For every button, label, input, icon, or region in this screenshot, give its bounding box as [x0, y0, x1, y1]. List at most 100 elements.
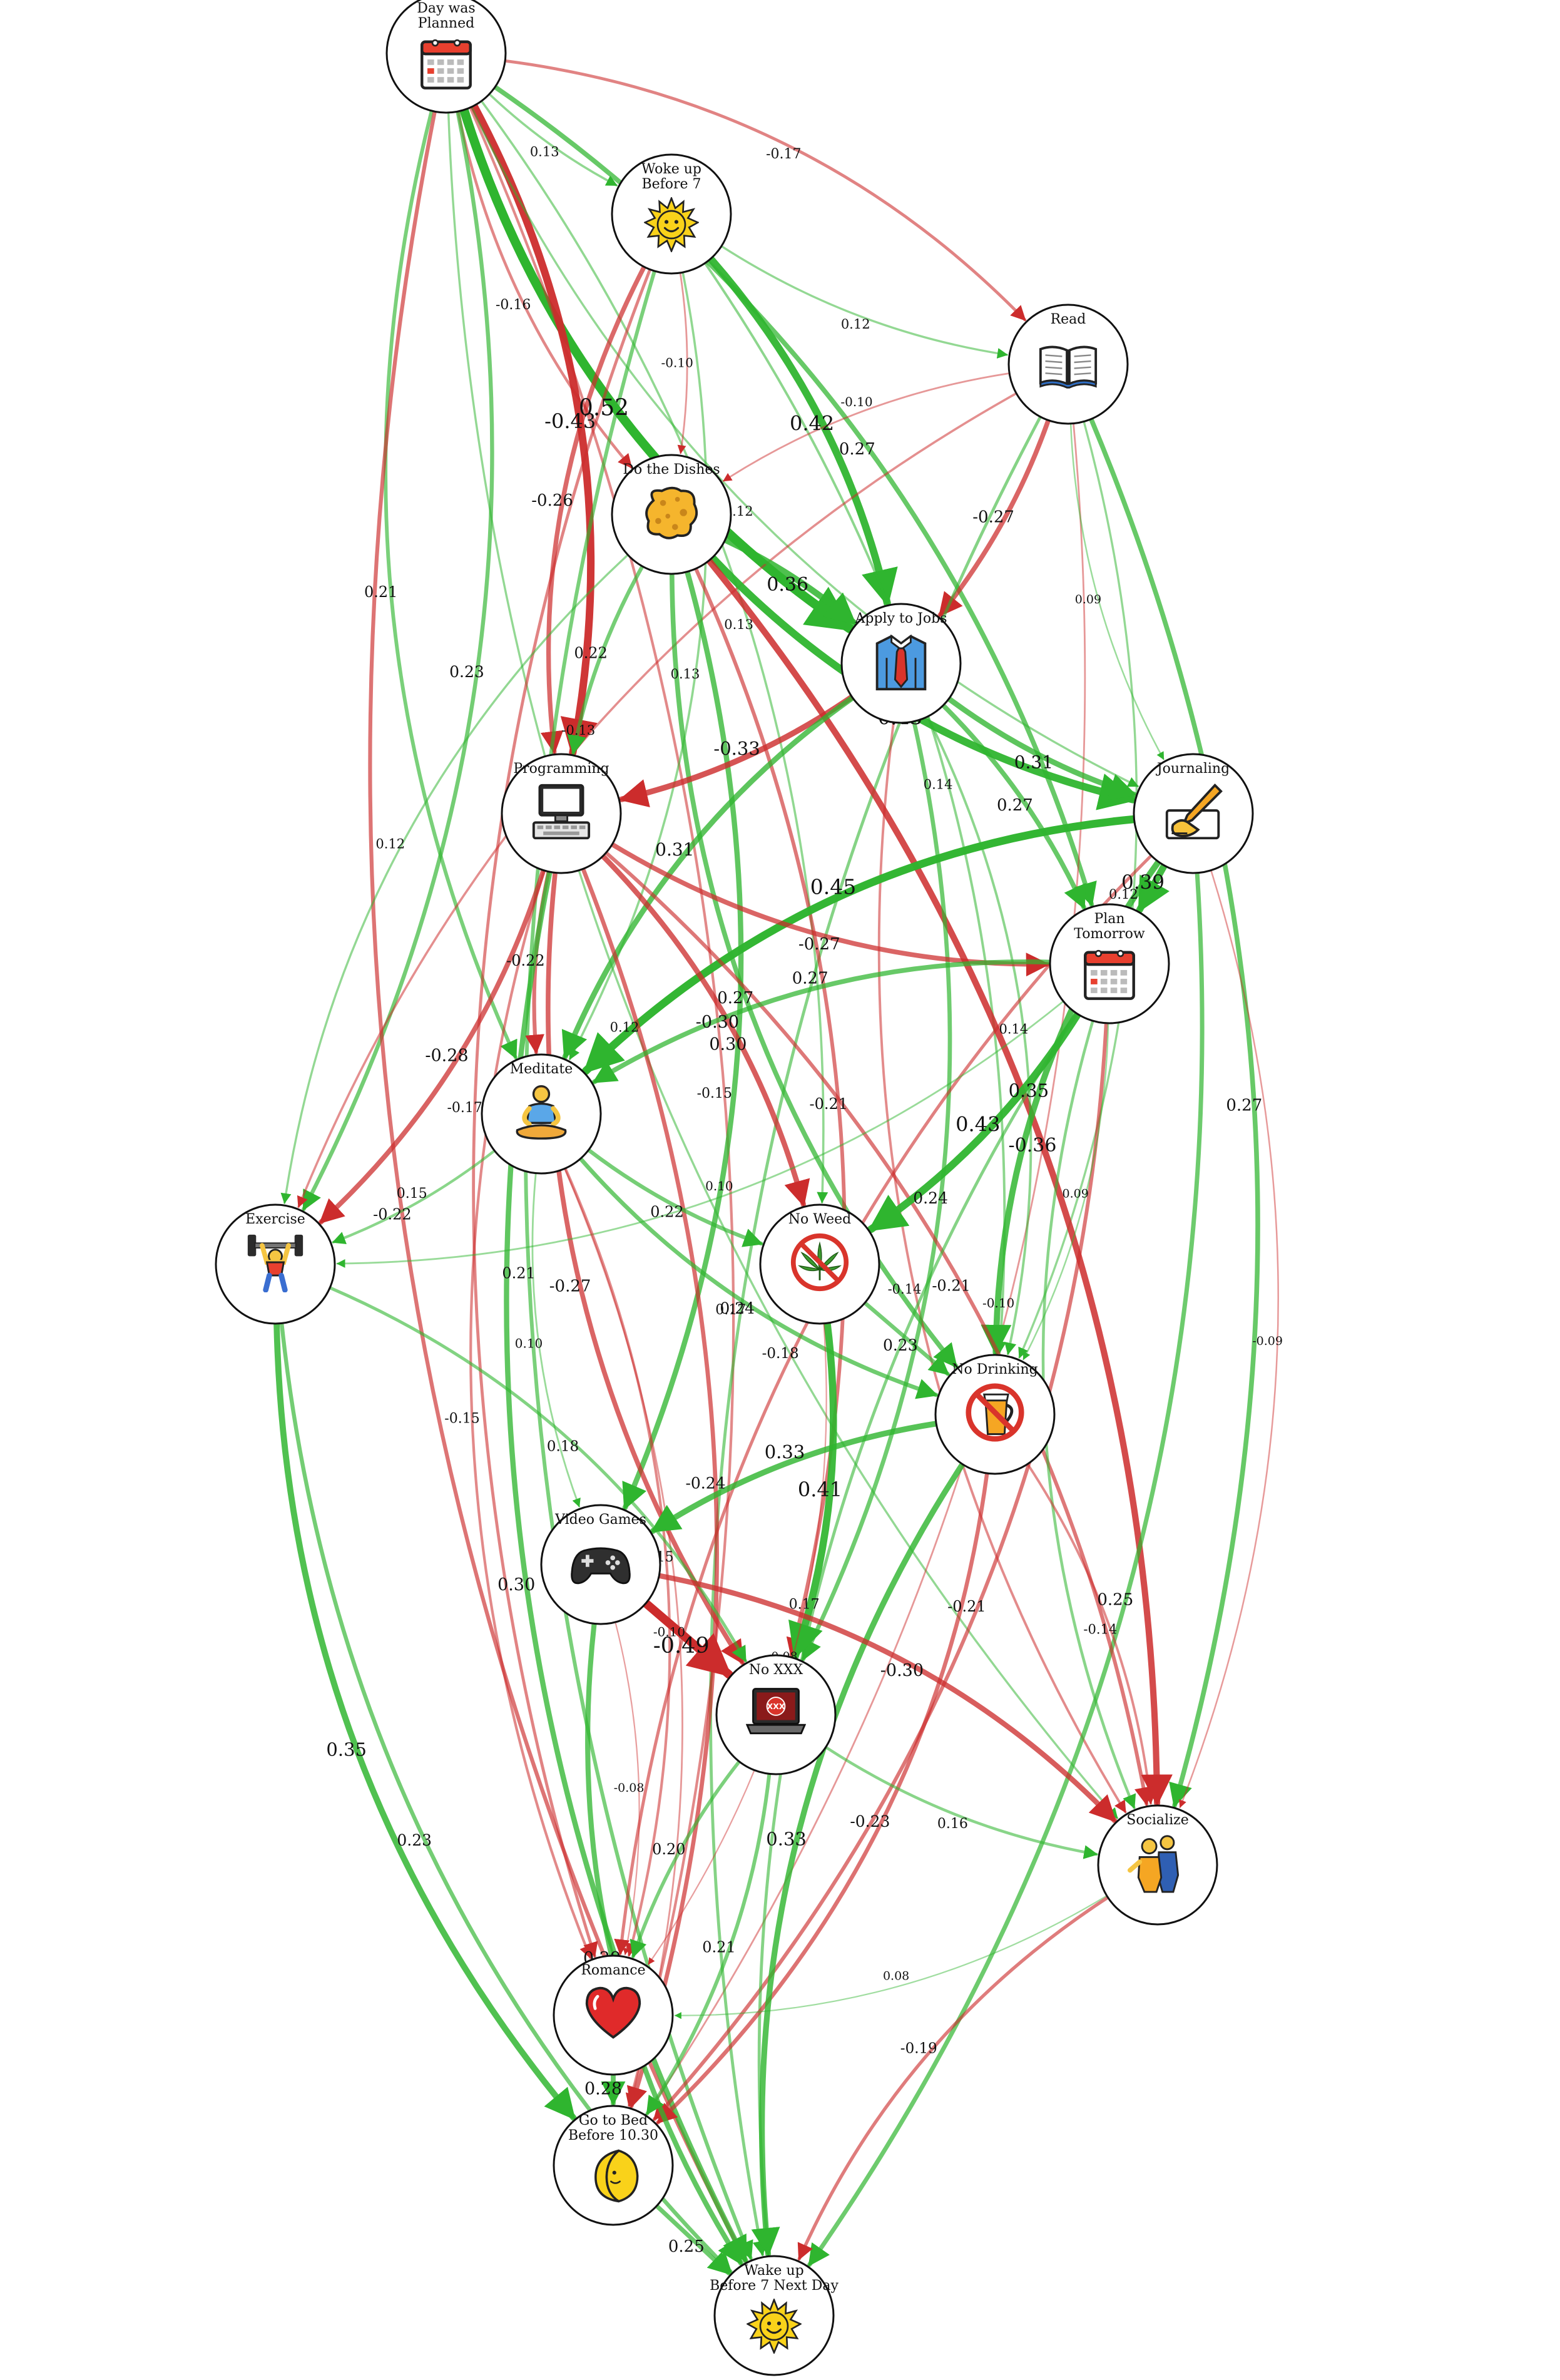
- edge-label-exercise-to-noxxx: 0.18: [547, 1439, 579, 1455]
- edge-prog-to-noxxx: [546, 870, 745, 1665]
- node-label: Programming: [513, 761, 609, 777]
- edge-read-to-dishes: [722, 372, 1011, 482]
- edge-noxxx-to-social: [824, 1745, 1098, 1859]
- edge-label-woke-to-wake: 0.21: [502, 1265, 535, 1282]
- edge-label-dishes-to-prog: 0.22: [574, 644, 607, 661]
- edge-label-romance-to-bed: 0.28: [584, 2080, 622, 2099]
- node-label: Meditate: [510, 1061, 573, 1077]
- edge-planned-to-noweed: [480, 100, 828, 1203]
- edge-meditate-to-noweed: [586, 1148, 763, 1247]
- edge-label-meditate-to-games: 0.10: [515, 1336, 543, 1351]
- edge-jobs-to-journal: [946, 696, 1138, 800]
- edge-planned-to-woke: [488, 93, 618, 186]
- edge-noxxx-to-bed: [645, 1772, 772, 2116]
- node-label: Before 7: [641, 176, 701, 192]
- edge-label-read-to-jobs: -0.27: [972, 508, 1014, 527]
- edge-label-exercise-to-bed: 0.35: [326, 1739, 367, 1760]
- edge-label-planned-to-exercise: 0.23: [449, 663, 484, 681]
- edge-label-meditate-to-bed: -0.10: [653, 1625, 685, 1640]
- edge-label-games-to-romance: -0.08: [614, 1781, 645, 1795]
- edge-label-games-to-noxxx: -0.49: [653, 1633, 710, 1658]
- edge-label-dishes-to-noxxx: -0.21: [810, 1095, 849, 1113]
- edge-dishes-to-noxxx: [694, 566, 847, 1657]
- edge-label-read-to-social: 0.27: [1226, 1096, 1262, 1115]
- node-label: Do the Dishes: [623, 462, 720, 478]
- node-label: Journaling: [1156, 761, 1230, 777]
- edge-prog-to-exercise: [318, 867, 546, 1225]
- edge-plan-to-exercise: [336, 1000, 1064, 1268]
- edge-meditate-to-romance: [564, 1167, 671, 1957]
- edge-meditate-to-nodrink: [578, 1157, 939, 1399]
- edge-label-read-to-wake: 0.17: [715, 1302, 746, 1318]
- edge-label-plan-to-meditate: 0.27: [792, 969, 828, 988]
- node-label: No Drinking: [952, 1362, 1037, 1377]
- node-label: Before 7 Next Day: [710, 2278, 839, 2294]
- edge-label-jobs-to-prog: -0.33: [713, 738, 760, 759]
- edge-label-dishes-to-games: 0.30: [709, 1034, 747, 1054]
- edge-noweed-to-nodrink: [862, 1300, 950, 1376]
- edge-games-to-romance: [614, 1622, 640, 1955]
- edge-label-plan-to-bed: -0.21: [947, 1598, 986, 1615]
- edge-label-prog-to-romance: -0.15: [444, 1411, 479, 1427]
- edge-label-jobs-to-meditate: 0.31: [655, 839, 694, 860]
- node-label: Before 10.30: [568, 2128, 658, 2143]
- edge-label-planned-to-social: 0.12: [610, 1019, 640, 1034]
- edge-jobs-to-social: [877, 721, 1127, 1814]
- edge-jobs-to-noxxx: [801, 719, 952, 1662]
- edge-exercise-to-bed: [273, 1320, 577, 2121]
- edge-woke-to-dishes: [677, 272, 688, 454]
- moon-icon: [594, 2149, 639, 2203]
- edge-label-jobs-to-plan: 0.27: [997, 796, 1033, 815]
- edge-prog-to-romance: [469, 869, 593, 1959]
- computer-icon: [532, 784, 591, 840]
- edge-read-to-social: [1088, 416, 1260, 1808]
- edge-label-meditate-to-exercise: 0.15: [397, 1186, 427, 1202]
- edge-meditate-to-exercise: [332, 1149, 496, 1245]
- edge-label-nodrink-to-bed: -0.23: [850, 1812, 890, 1831]
- edge-planned-to-wake: [368, 110, 748, 2263]
- edge-label-nodrink-to-social: -0.14: [1083, 1622, 1117, 1637]
- edge-label-prog-to-bed: -0.24: [685, 1474, 725, 1492]
- node-label: Go to Bed: [579, 2113, 648, 2128]
- node-label: Day was: [417, 1, 475, 16]
- edge-planned-to-exercise: [302, 110, 494, 1212]
- node-exercise: Exercise: [215, 1203, 336, 1325]
- laptop-xxx-icon: [746, 1688, 806, 1735]
- edge-meditate-to-games: [531, 1172, 581, 1508]
- edge-label-noxxx-to-romance: 0.20: [652, 1841, 685, 1858]
- edge-labels-layer: 0.52-0.430.13-0.170.120.27-0.160.230.210…: [326, 144, 1283, 2256]
- edge-journal-to-meditate: [581, 815, 1138, 1075]
- node-games: Video Games: [540, 1504, 661, 1625]
- edge-read-to-jobs: [937, 417, 1051, 618]
- edge-label-noxxx-to-bed: 0.21: [702, 1939, 735, 1956]
- edge-label-prog-to-plan: -0.27: [798, 935, 840, 954]
- edge-nodrink-to-wake: [751, 1461, 966, 2257]
- node-label: Plan: [1094, 911, 1124, 927]
- edge-label-jobs-to-noxxx: 0.24: [913, 1189, 948, 1207]
- edge-label-planned-to-prog: -0.43: [544, 409, 596, 433]
- calendar-icon: [1085, 951, 1133, 999]
- no-weed-icon: [793, 1236, 846, 1289]
- edge-label-planned-to-woke: 0.13: [530, 144, 559, 159]
- edge-label-noweed-to-noxxx: 0.41: [798, 1478, 842, 1501]
- edge-label-dishes-to-exercise: 0.12: [375, 836, 405, 851]
- edge-label-planned-to-bed: -0.15: [697, 1086, 732, 1101]
- edge-label-plan-to-noweed: 0.43: [956, 1113, 1000, 1136]
- edge-exercise-to-wake: [279, 1321, 733, 2274]
- node-label: Planned: [418, 16, 474, 31]
- edge-plan-to-meditate: [591, 959, 1053, 1085]
- edge-label-journal-to-plan: 0.39: [1121, 871, 1165, 894]
- edge-label-planned-to-jobs: 0.52: [579, 396, 629, 421]
- edge-label-woke-to-nodrink: 0.14: [924, 777, 953, 792]
- edge-exercise-to-noxxx: [328, 1286, 747, 1663]
- node-jobs: Apply to Jobs: [840, 603, 962, 724]
- edge-label-jobs-to-journal: 0.31: [1014, 752, 1053, 772]
- edge-journal-to-plan: [1136, 862, 1170, 914]
- edge-nodrink-to-social: [1026, 1463, 1156, 1805]
- edge-label-social-to-romance: 0.08: [883, 1969, 909, 1983]
- edge-label-prog-to-noxxx: -0.27: [549, 1277, 591, 1296]
- edge-label-journal-to-romance: -0.18: [762, 1346, 799, 1362]
